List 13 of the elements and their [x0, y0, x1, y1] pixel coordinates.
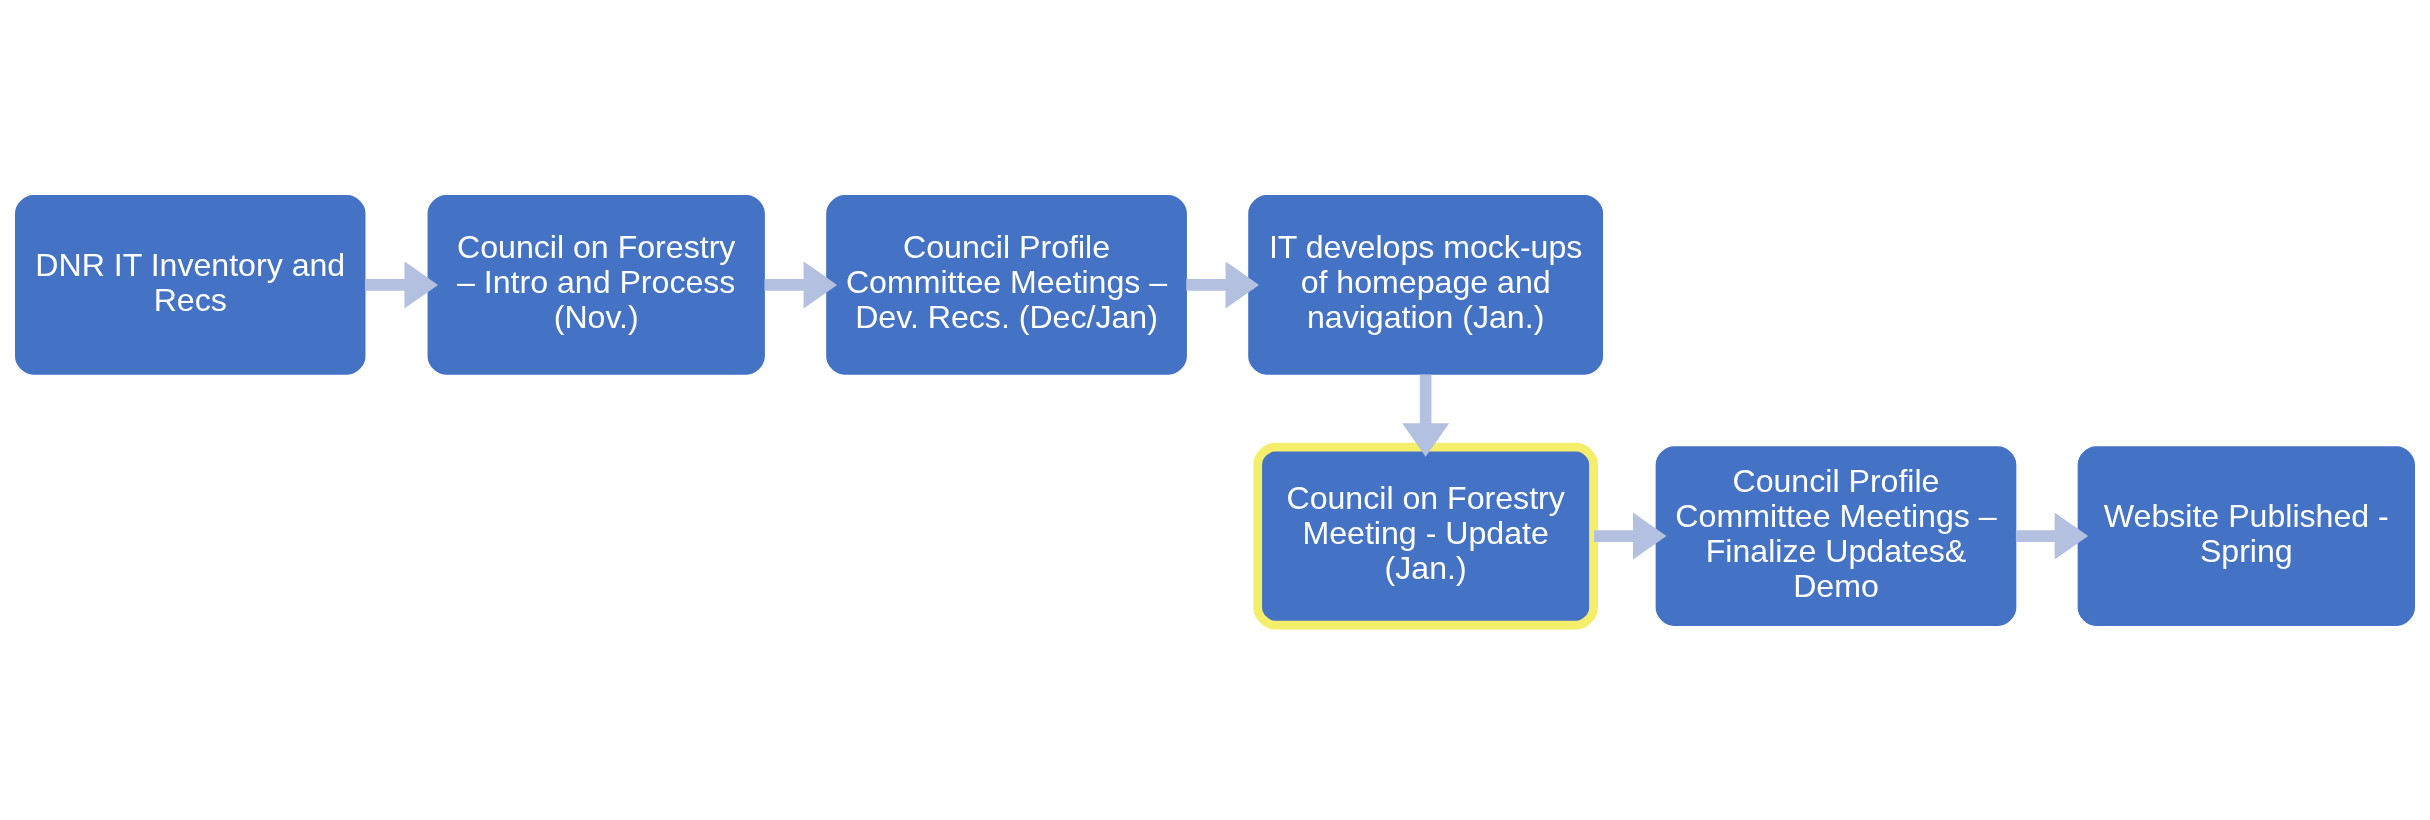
- arrow: [1186, 260, 1260, 308]
- node-box: DNR IT Inventory and Recs: [15, 194, 366, 375]
- node-box: Council Profile Committee Meetings – Finalize Updates& Demo: [1655, 445, 2017, 626]
- arrow: [1402, 374, 1450, 457]
- node-box: Council on Forestry – Intro and Process (Nov.): [427, 194, 765, 375]
- arrow: [365, 260, 438, 308]
- arrow: [764, 260, 838, 308]
- node-box: Council on Forestry Meeting - Update (Jan.): [1253, 442, 1598, 630]
- arrow: [2015, 512, 2089, 560]
- node-box: Council Profile Committee Meetings – Dev. Recs. (Dec/Jan): [826, 194, 1187, 375]
- arrow: [1593, 512, 1667, 560]
- node-box: IT develops mock-ups of homepage and navigation (Jan.): [1248, 194, 1604, 375]
- node-box: Website Published - Spring: [2077, 445, 2415, 626]
